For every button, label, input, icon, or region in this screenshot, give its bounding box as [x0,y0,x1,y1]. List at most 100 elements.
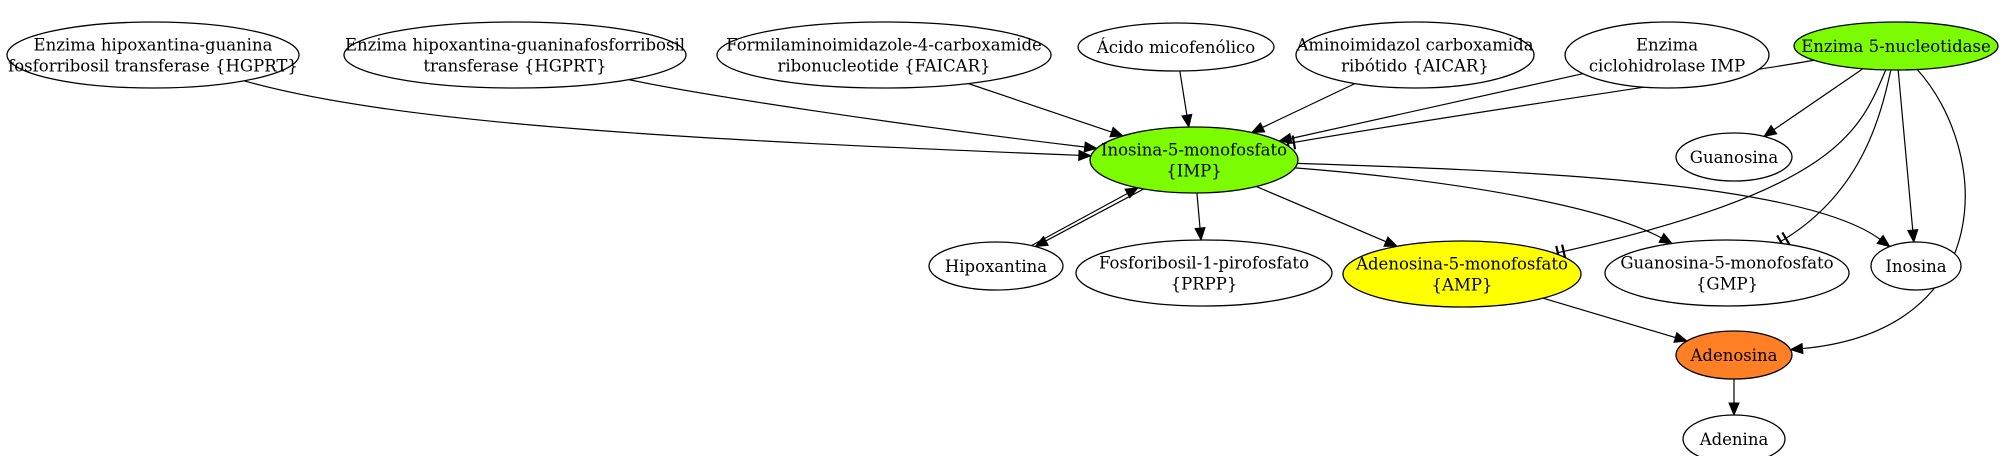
arrow-head [1277,132,1293,144]
node-label: {PRPP} [1171,275,1238,294]
edge-acido-to-imp [1179,70,1193,129]
inhibition-bar [1781,231,1791,246]
node-ellipse [1793,21,1999,71]
node-imp[interactable]: Inosina-5-monofosfato {IMP} [1089,126,1299,194]
node-hgprt1[interactable]: Enzima hipoxantina-guanina fosforribosil … [6,21,300,89]
node-label: Adenosina-5-monofosfato [1355,255,1568,274]
node-ellipse [716,21,1052,89]
arrow-head [1083,141,1098,153]
arrow-head [1109,126,1125,138]
arrow-head [1906,229,1919,244]
edge-path [1556,69,1887,254]
node-ellipse [1870,241,1962,291]
edge-imp-to-hipoxantina [1034,188,1145,248]
arrow-head [1673,331,1689,343]
node-label: transferase {HGPRT} [423,57,606,76]
edge-imp-to-inosina [1297,162,1891,248]
node-aicar[interactable]: Aminoimidazol carboxamida ribótido {AICAR… [1295,21,1535,89]
arrow-head [1789,342,1804,355]
inhibition-bar [1561,244,1567,259]
node-label: Adenosina [1689,346,1777,365]
edge-hgprt1-to-imp [243,80,1093,162]
edge-faicar-to-imp [967,82,1125,138]
edge-aicar-to-imp [1250,82,1356,134]
node-label: Enzima hipoxantina-guaninafosforribosil [345,36,685,55]
edge-path [1045,188,1145,242]
edge-imp-to-gmp [1294,167,1674,245]
node-nucleotidase[interactable]: Enzima 5-nucleotidase [1793,21,1999,71]
node-label: Inosina [1885,257,1946,276]
node-label: Enzima hipoxantina-guanina [34,36,273,55]
node-acido[interactable]: Ácido micofenólico [1077,22,1275,72]
edge-path [1262,82,1356,128]
arrow-head [1658,232,1674,245]
arrow-head [1124,187,1140,199]
node-adenosina[interactable]: Adenosina [1675,330,1793,380]
node-ellipse [1675,330,1793,380]
node-ellipse [1675,132,1793,182]
node-label: {GMP} [1696,275,1758,294]
node-prpp[interactable]: Fosforibosil-1-pirofosfato {PRPP} [1075,239,1333,307]
node-label: Enzima [1636,36,1698,55]
node-label: Formilaminoimidazole-4-carboxamide [726,36,1042,55]
node-label: Guanosina-5-monofosfato [1620,254,1833,273]
node-ellipse [343,21,687,89]
edge-imp-to-prpp [1194,192,1206,242]
edge-path [1802,69,1966,350]
arrow-head [1181,113,1193,129]
edge-path [1897,69,1914,231]
node-guanosina[interactable]: Guanosina [1675,132,1793,182]
edge-imp-to-amp [1255,185,1399,247]
arrow-head [1383,236,1399,247]
edge-hgprt2-to-imp [628,79,1098,153]
node-label: ribonucleotide {FAICAR} [777,57,990,76]
edge-path [1196,192,1201,229]
node-label: Ácido micofenólico [1096,37,1256,57]
node-label: {IMP} [1166,162,1222,181]
arrow-head [1194,227,1206,242]
arrow-head [1250,121,1266,134]
edge-path [1290,73,1584,140]
edge-path [1542,297,1676,339]
edge-amp-to-adenosina [1542,297,1689,343]
edge-path [1179,70,1188,116]
node-label: Guanosina [1690,148,1779,167]
edge-layer [243,59,1966,417]
node-ellipse [1075,239,1333,307]
arrow-head [1762,124,1778,138]
node-hgprt2[interactable]: Enzima hipoxantina-guaninafosforribosil t… [343,21,687,89]
node-amp[interactable]: Adenosina-5-monofosfato {AMP} [1342,240,1582,308]
node-label: Enzima 5-nucleotidase [1801,37,1990,56]
node-ellipse [1089,126,1299,194]
node-label: Inosina-5-monofosfato [1101,141,1287,160]
edge-nucleotidase-to-adenosina [1789,69,1966,355]
node-ellipse [1342,240,1582,308]
edge-path [1773,68,1864,131]
arrow-head [1078,149,1093,162]
edge-nucleotidase-to-inosina [1897,69,1919,244]
edge-path [1031,192,1128,247]
node-label: ribótido {AICAR} [1341,57,1489,76]
node-ellipse [1295,21,1535,89]
node-label: {AMP} [1432,276,1493,295]
node-inosina[interactable]: Inosina [1870,241,1962,291]
node-ellipse [928,241,1064,291]
edge-path [1294,167,1662,239]
edge-hipoxantina-to-imp [1031,187,1140,247]
edge-path [967,82,1112,133]
edge-path [1779,69,1892,243]
node-label: Aminoimidazol carboxamida [1295,36,1533,55]
edge-ciclo-to-imp [1277,73,1584,144]
node-label: Fosforibosil-1-pirofosfato [1099,254,1309,273]
node-gmp[interactable]: Guanosina-5-monofosfato {GMP} [1604,239,1850,307]
edge-path [1255,185,1387,243]
inhibition-bar [1291,135,1297,150]
node-adenina[interactable]: Adenina [1682,414,1786,456]
edge-path [243,80,1079,156]
node-hipoxantina[interactable]: Hipoxantina [928,241,1064,291]
node-label: fosforribosil transferase {HGPRT} [8,57,298,76]
node-faicar[interactable]: Formilaminoimidazole-4-carboxamide ribonu… [716,21,1052,89]
node-ellipse [1564,21,1770,89]
